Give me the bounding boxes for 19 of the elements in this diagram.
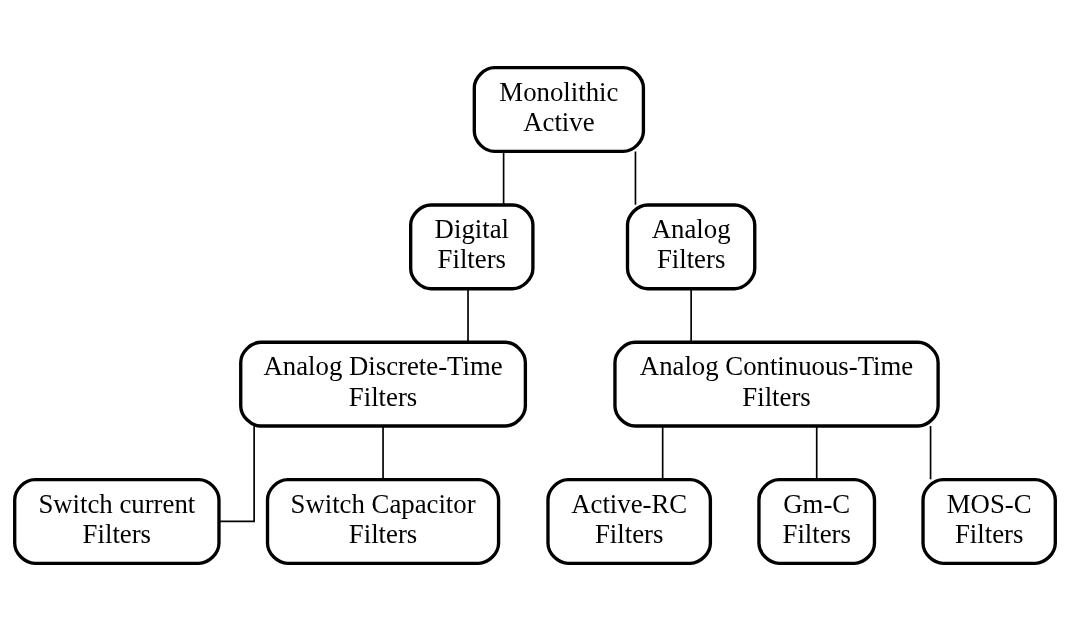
connector bbox=[634, 150, 637, 206]
connector bbox=[929, 424, 932, 480]
node-box: MOS-C Filters bbox=[921, 477, 1057, 565]
node-box: Analog Continuous-Time Filters bbox=[613, 340, 940, 428]
node-box: Analog Filters bbox=[625, 202, 757, 290]
connector bbox=[382, 424, 384, 480]
connector bbox=[467, 287, 469, 343]
connector bbox=[661, 424, 664, 480]
connector bbox=[218, 424, 255, 522]
connector bbox=[690, 287, 692, 343]
connector bbox=[502, 150, 505, 206]
node-box: Analog Discrete-Time Filters bbox=[239, 340, 528, 428]
node-box: Active-RC Filters bbox=[546, 477, 713, 565]
node-box: Switch current Filters bbox=[13, 477, 221, 565]
node-box: Monolithic Active bbox=[472, 65, 646, 153]
node-box: Switch Capacitor Filters bbox=[265, 477, 501, 565]
node-box: Digital Filters bbox=[409, 202, 535, 290]
node-box: Gm-C Filters bbox=[757, 477, 877, 565]
connector bbox=[815, 424, 818, 480]
